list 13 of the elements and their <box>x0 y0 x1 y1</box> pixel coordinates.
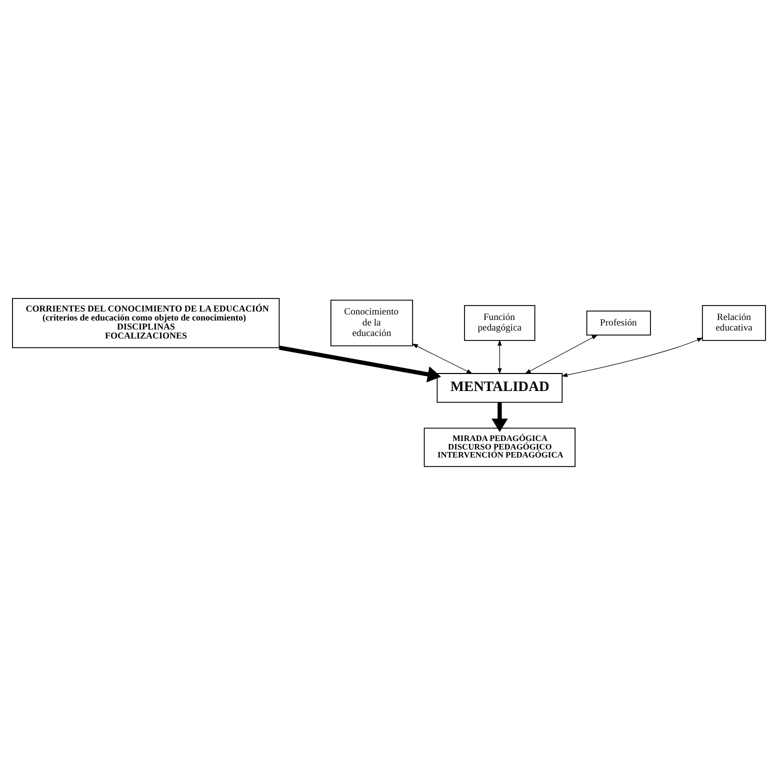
arrow <box>279 345 442 382</box>
node-box: CORRIENTES DEL CONOCIMIENTO DE LA EDUCACIÓN (criterios de educación como objeto de conocimiento) DISCIPLINAS FOCALIZACIONES <box>12 297 280 348</box>
arrow <box>412 343 473 374</box>
node-box: MIRADA PEDAGÓGICA DISCURSO PEDAGÓGICO INTERVENCIÓN PEDAGÓGICA <box>424 427 576 467</box>
node-box: Función pedagógica <box>464 304 536 340</box>
node-box: Conocimiento de la educación <box>330 299 414 346</box>
node-box: Profesión <box>586 310 651 335</box>
arrow <box>492 402 508 432</box>
arrow <box>561 337 704 377</box>
node-box: Relación educativa <box>702 304 766 340</box>
arrow <box>524 334 598 374</box>
node-box: MENTALIDAD <box>436 372 563 402</box>
arrow <box>498 339 502 374</box>
